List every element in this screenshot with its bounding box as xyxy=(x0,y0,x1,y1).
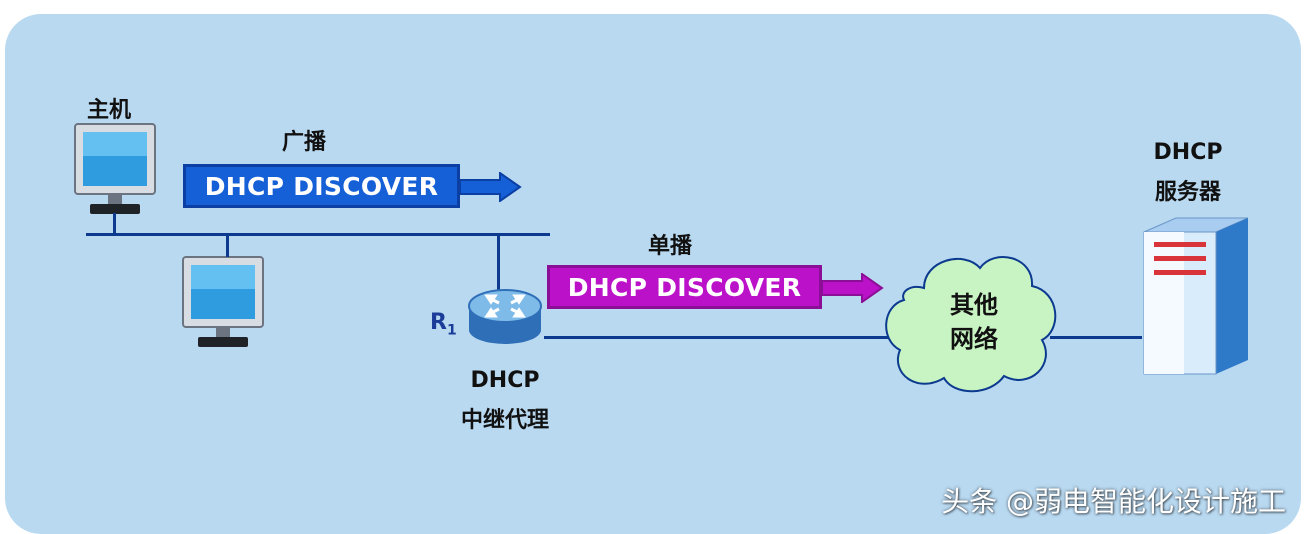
broadcast-arrow-icon xyxy=(460,172,522,202)
relay-label-line2: 中继代理 xyxy=(460,408,550,433)
router-drop-line xyxy=(497,235,500,291)
server-label-line1: DHCP xyxy=(1153,140,1223,165)
router-label-text: R xyxy=(430,310,447,335)
unicast-label: 单播 xyxy=(648,234,693,259)
host2-drop-line xyxy=(226,235,229,257)
watermark: 头条 @弱电智能化设计施工 xyxy=(941,485,1286,518)
host-label: 主机 xyxy=(87,98,132,123)
cloud-label-line2: 网络 xyxy=(950,325,998,353)
router-label-subscript: 1 xyxy=(446,322,457,339)
wan-line-right xyxy=(1050,336,1142,339)
broadcast-label: 广播 xyxy=(282,130,327,155)
router-label: R1 xyxy=(430,310,457,338)
server-icon xyxy=(1136,214,1252,376)
cloud-label: 其他 网络 xyxy=(934,288,1014,356)
wan-line-left xyxy=(544,336,894,339)
host-computer-icon xyxy=(70,122,160,218)
relay-label-line1: DHCP xyxy=(470,368,540,393)
router-icon xyxy=(465,284,545,354)
cloud-label-line1: 其他 xyxy=(950,291,998,319)
lan-bus-line xyxy=(86,233,550,236)
host-drop-line xyxy=(113,213,116,235)
server-label-line2: 服务器 xyxy=(1154,180,1222,205)
host-computer-2-icon xyxy=(178,255,268,351)
broadcast-message-box: DHCP DISCOVER xyxy=(183,164,460,208)
unicast-arrow-icon xyxy=(822,273,884,303)
unicast-message-box: DHCP DISCOVER xyxy=(547,265,822,309)
cloud-icon xyxy=(884,248,1062,396)
